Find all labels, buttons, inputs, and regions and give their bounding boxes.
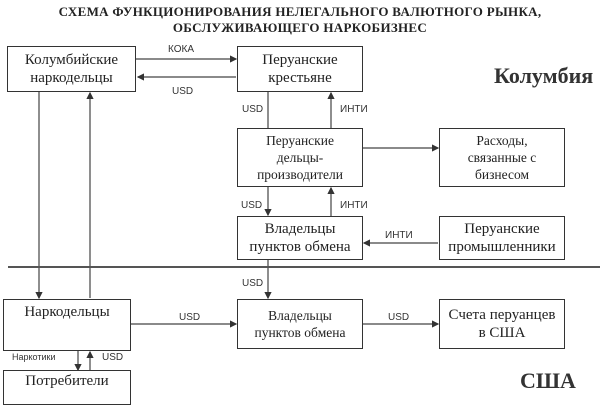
edge-label-inti-industrialists: ИНТИ xyxy=(385,230,413,241)
node-label: Владельцы xyxy=(268,308,332,323)
edge-label-usd-to-colombian: USD xyxy=(172,86,194,97)
node-label: пунктов обмена xyxy=(254,325,346,340)
edge-label-drugs: Наркотики xyxy=(12,352,56,362)
node-label: наркодельцы xyxy=(30,70,113,86)
node-label: в США xyxy=(478,325,526,341)
node-label: Потребители xyxy=(25,373,109,389)
node-peruvian-industrialists: Перуанские промышленники xyxy=(439,216,565,260)
edge-label-inti-producers-peasants: ИНТИ xyxy=(340,104,368,115)
edge-label-usd-dealers-exchange: USD xyxy=(179,312,201,323)
node-peruvian-peasants: Перуанские крестьяне xyxy=(237,46,363,92)
node-colombian-dealers: Колумбийские наркодельцы xyxy=(7,46,136,92)
node-label: пунктов обмена xyxy=(249,239,351,255)
node-label: промышленники xyxy=(448,239,556,255)
node-exchange-owners-top: Владельцы пунктов обмена xyxy=(237,216,363,260)
node-business-expenses: Расходы, связанные с бизнесом xyxy=(439,128,565,187)
node-label: бизнесом xyxy=(474,167,529,182)
diagram-title-line-1: СХЕМА ФУНКЦИОНИРОВАНИЯ НЕЛЕГАЛЬНОГО ВАЛЮ… xyxy=(58,4,542,19)
node-label: дельцы- xyxy=(276,150,324,165)
node-label: Перуанские xyxy=(262,52,338,68)
edge-label-usd-from-consumers: USD xyxy=(102,352,124,363)
node-label: крестьяне xyxy=(268,70,332,86)
region-label-usa: США xyxy=(520,368,576,393)
node-label: Колумбийские xyxy=(24,52,119,68)
edge-label-usd-peasants-producers: USD xyxy=(242,104,264,115)
node-dealers-us: Наркодельцы xyxy=(3,299,131,351)
node-peruvian-accounts-us: Счета перуанцев в США xyxy=(439,299,565,349)
node-label: Счета перуанцев xyxy=(448,307,556,323)
diagram-title-line-2: ОБСЛУЖИВАЮЩЕГО НАРКОБИЗНЕС xyxy=(172,20,428,35)
edge-label-usd-producers-exchange: USD xyxy=(241,200,263,211)
edge-label-inti-exchange-producers: ИНТИ xyxy=(340,200,368,211)
node-consumers: Потребители xyxy=(3,370,131,405)
node-exchange-owners-us: Владельцы пунктов обмена xyxy=(237,299,363,349)
node-label: Перуанские xyxy=(464,221,540,237)
region-label-colombia: Колумбия xyxy=(494,63,594,88)
edge-label-usd-exchange-accounts: USD xyxy=(388,312,410,323)
node-label: Наркодельцы xyxy=(24,304,110,320)
edge-label-usd-exchange-down: USD xyxy=(242,278,264,289)
node-label: Расходы, xyxy=(476,133,528,148)
node-label: производители xyxy=(257,167,343,182)
edge-label-coca: КОКА xyxy=(168,44,194,55)
node-peruvian-producers: Перуанские дельцы- производители xyxy=(237,128,363,187)
node-label: Перуанские xyxy=(266,133,334,148)
node-label: связанные с xyxy=(467,150,537,165)
node-label: Владельцы xyxy=(264,221,336,237)
